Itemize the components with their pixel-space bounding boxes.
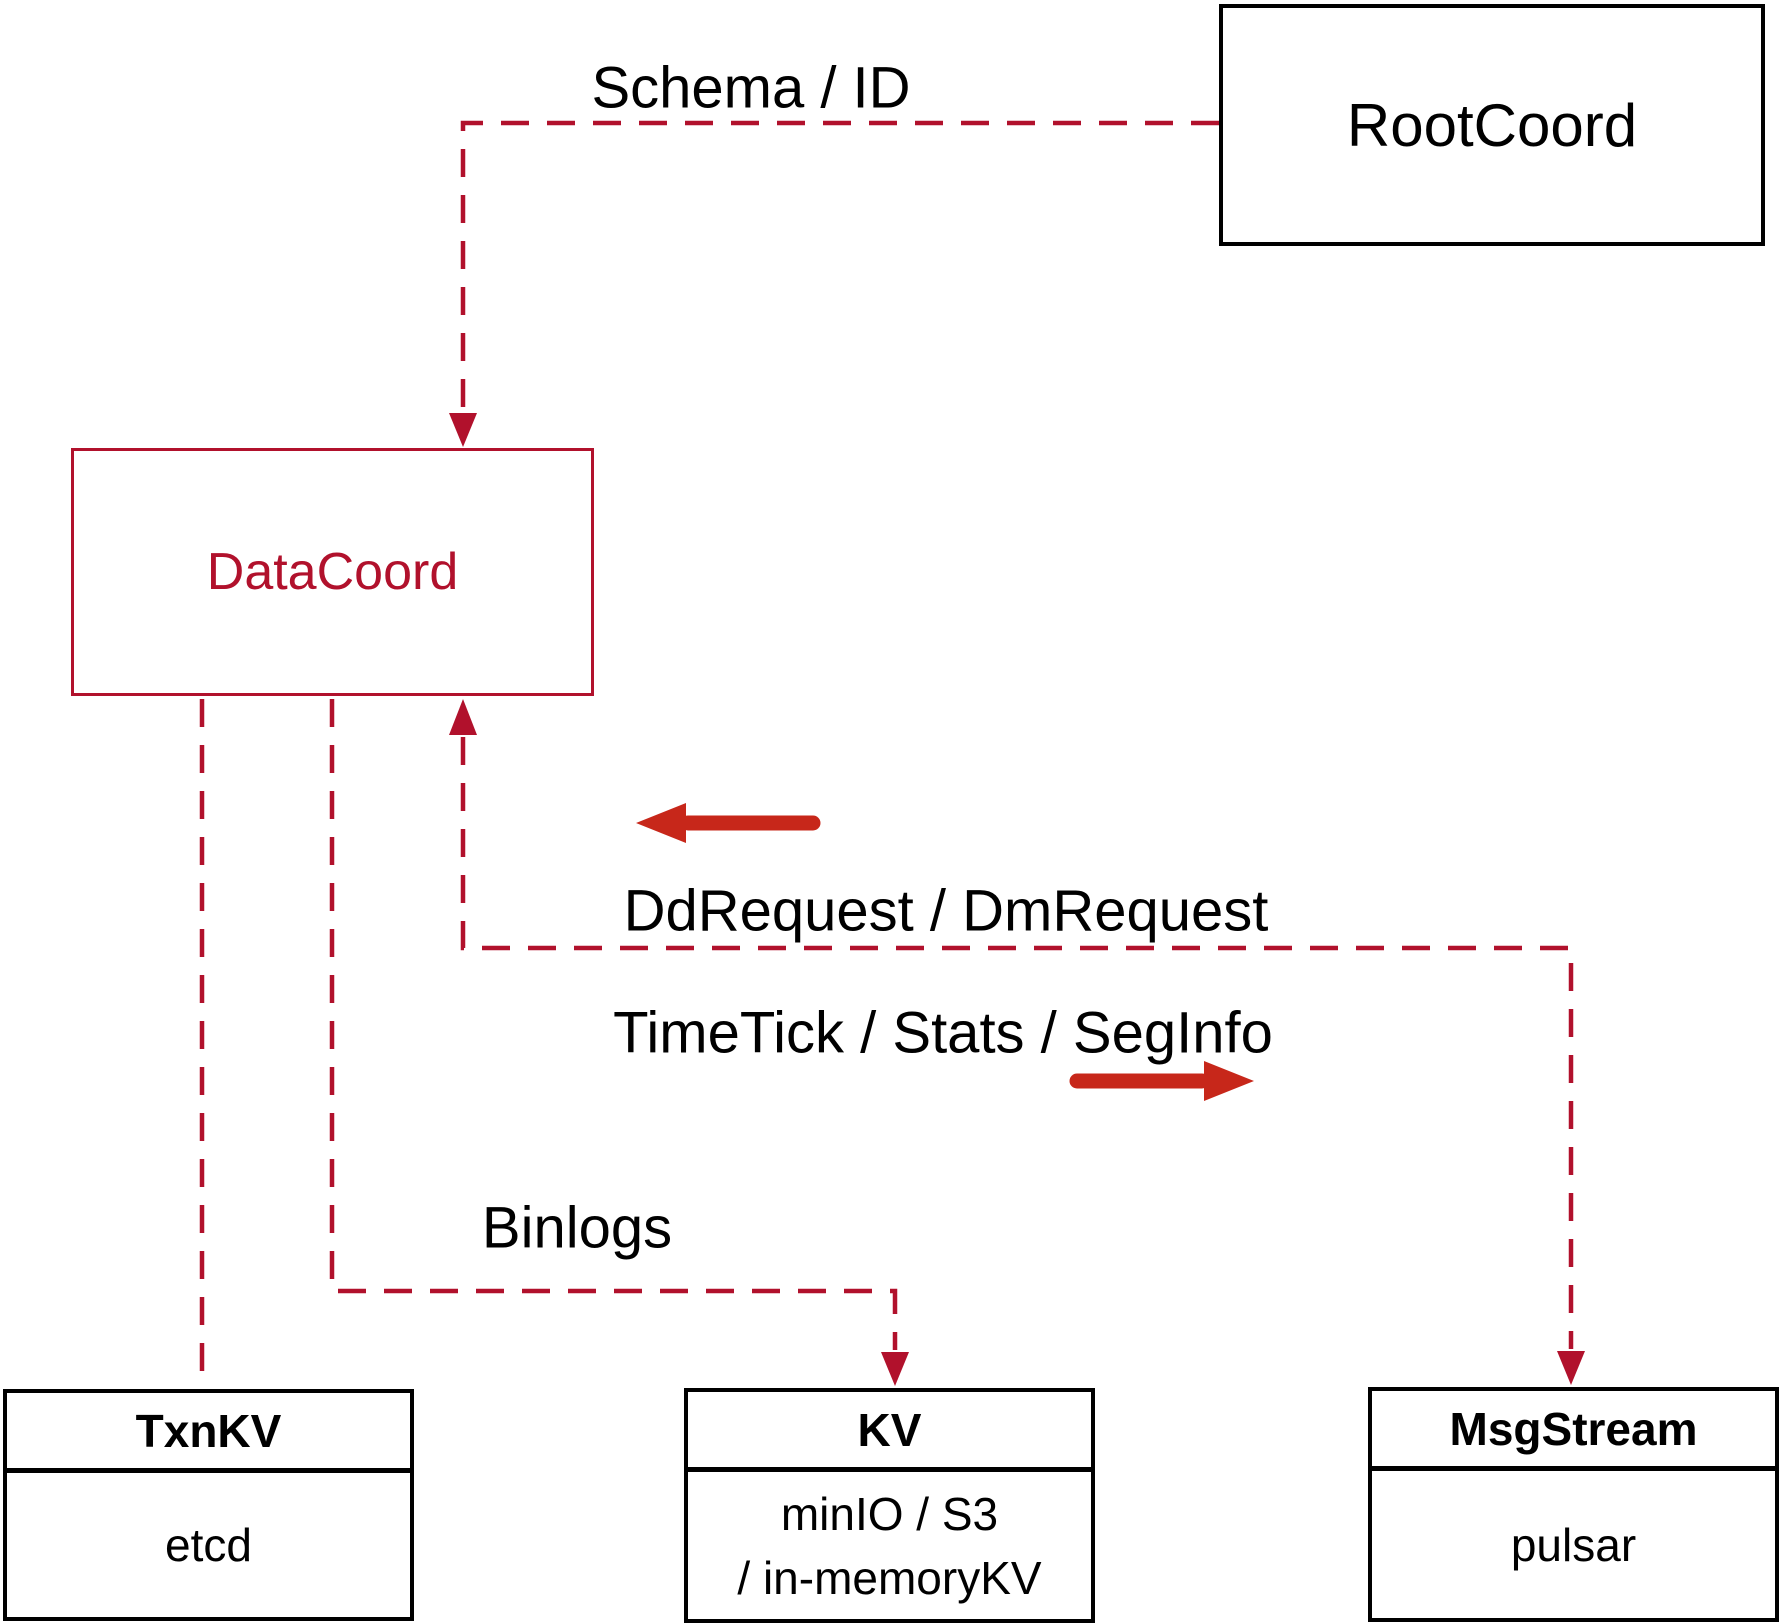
connector-schema-id-line [460,120,1219,411]
node-rootcoord: RootCoord [1219,4,1765,246]
edge-label-schema-id: Schema / ID [591,55,911,121]
node-txnkv-title: TxnKV [7,1393,410,1473]
node-txnkv-body: etcd [165,1519,252,1571]
node-txnkv: TxnKV etcd [3,1389,414,1621]
node-kv: KV minIO / S3 / in-memoryKV [684,1388,1095,1623]
edge-label-binlogs: Binlogs [481,1195,673,1261]
connector-return-line [460,737,1574,1349]
node-kv-title: KV [688,1392,1091,1472]
direction-arrow-right [1069,1061,1254,1101]
node-msgstream-title: MsgStream [1372,1391,1775,1471]
connector-return-path [449,699,1585,1385]
arrow-left-head-icon [636,803,686,843]
edge-label-ddrequest-dmrequest: DdRequest / DmRequest [623,878,1269,944]
node-datacoord-label: DataCoord [206,543,459,601]
node-msgstream-body: pulsar [1510,1518,1637,1571]
connector-schema-id [449,120,1219,447]
arrowhead-kv-top-icon [881,1352,909,1386]
arrowhead-datacoord-top-icon [449,413,477,447]
connector-binlogs-line [329,699,898,1350]
node-msgstream: MsgStream pulsar [1368,1387,1779,1622]
node-rootcoord-label: RootCoord [1346,91,1638,159]
node-kv-body-line1: minIO / S3 [780,1487,999,1540]
node-datacoord: DataCoord [71,448,594,696]
connector-binlogs [329,699,909,1386]
edge-label-timetick-stats-seginfo: TimeTick / Stats / SegInfo [613,1000,1273,1066]
arrowhead-msgstream-top-icon [1557,1351,1585,1385]
node-kv-body-line2: / in-memoryKV [737,1551,1042,1604]
direction-arrow-left [636,803,821,843]
arrow-right-head-icon [1204,1061,1254,1101]
arrowhead-datacoord-bottom-icon [449,699,477,735]
